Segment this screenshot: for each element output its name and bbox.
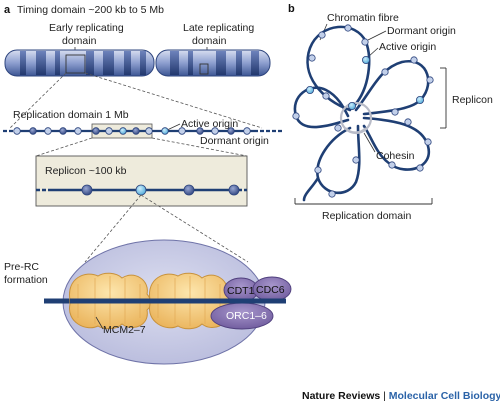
replication-domain-bracket bbox=[294, 198, 433, 205]
active-origin-dot bbox=[135, 184, 147, 196]
late-domain-label-1: Late replicating bbox=[183, 22, 254, 34]
zoom-line-left-1 bbox=[9, 72, 67, 129]
mcm-label: MCM2–7 bbox=[103, 324, 146, 336]
footer-journal: Nature Reviews bbox=[302, 390, 380, 402]
orc-label: ORC1–6 bbox=[226, 310, 267, 322]
early-domain-label-1: Early replicating bbox=[49, 22, 124, 34]
chromosome bbox=[4, 49, 271, 77]
replication-domain-label: Replication domain 1 Mb bbox=[13, 109, 129, 121]
prerc-label-1: Pre-RC bbox=[4, 261, 39, 273]
cohesin-label: Cohesin bbox=[376, 150, 415, 162]
replication-domain-label-b: Replication domain bbox=[322, 210, 411, 222]
zoom-line-right-3 bbox=[140, 194, 249, 263]
mcm-pointer bbox=[95, 316, 104, 330]
replication-domain-origins bbox=[13, 127, 251, 135]
early-domain-label-2: domain bbox=[62, 35, 97, 47]
replicon-panel: Replicon ~100 kb bbox=[35, 155, 248, 207]
replicon-bracket bbox=[440, 67, 447, 129]
active-origin-label-b: Active origin bbox=[379, 41, 436, 53]
zoom-line-right-2 bbox=[151, 137, 248, 157]
chromatin-fibre-label: Chromatin fibre bbox=[327, 12, 399, 24]
replicon-label-b: Replicon bbox=[452, 94, 493, 106]
footer-separator: | bbox=[380, 390, 389, 402]
footer-section: Molecular Cell Biology bbox=[389, 390, 500, 402]
panel-b-origins bbox=[292, 24, 434, 198]
dormant-origin-label-a: Dormant origin bbox=[200, 135, 269, 147]
zoom-line-left-3 bbox=[84, 194, 142, 263]
cohesin-ring-2 bbox=[345, 127, 367, 134]
orc-complex bbox=[210, 276, 292, 330]
cdc6-label: CDC6 bbox=[256, 284, 285, 296]
replicon-label: Replicon ~100 kb bbox=[45, 165, 127, 177]
dormant-pointer-b bbox=[367, 30, 387, 41]
early-domain-box bbox=[65, 54, 86, 74]
dormant-origin-label-b: Dormant origin bbox=[387, 25, 456, 37]
prerc-label-2: formation bbox=[4, 274, 48, 286]
cdt1-label: CDT1 bbox=[227, 285, 255, 297]
panel-b-letter: b bbox=[288, 3, 295, 15]
late-domain-label-2: domain bbox=[192, 35, 227, 47]
zoom-line-left-2 bbox=[35, 137, 93, 157]
panel-a-letter: a bbox=[4, 4, 11, 16]
chromatin-loops bbox=[293, 25, 431, 202]
cohesin-pointer bbox=[363, 132, 376, 153]
footer-credit: Nature Reviews | Molecular Cell Biology bbox=[302, 390, 500, 402]
late-domain-box bbox=[199, 63, 209, 75]
zoom-line-right-1 bbox=[84, 72, 263, 129]
mcm-complex bbox=[69, 272, 232, 330]
active-origin-label-a: Active origin bbox=[181, 118, 238, 130]
timing-domain-label: Timing domain ~200 kb to 5 Mb bbox=[17, 4, 164, 16]
